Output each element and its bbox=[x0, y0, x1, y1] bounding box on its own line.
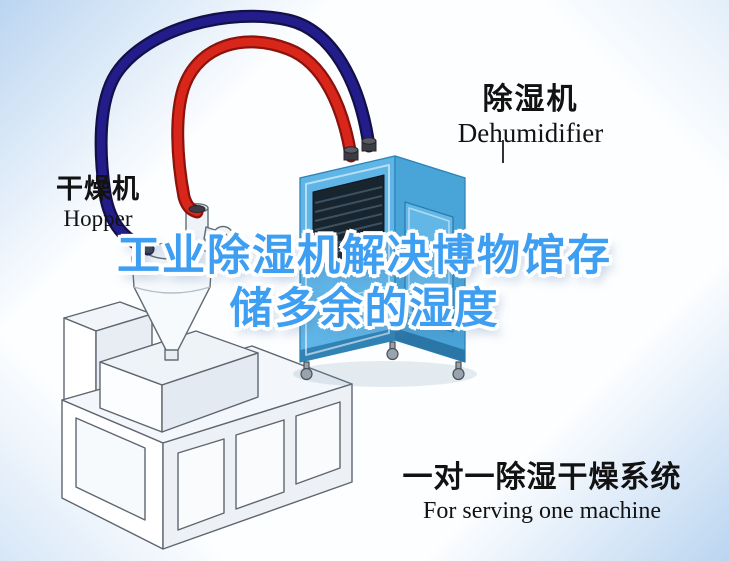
dehumidifier-label-zh: 除湿机 bbox=[482, 83, 579, 116]
dehumidifier-label: 除湿机 Dehumidifier bbox=[428, 74, 633, 149]
hopper-label-zh: 干燥机 bbox=[56, 174, 140, 204]
navy-air-hose bbox=[96, 11, 374, 254]
dehumidifier-shadow bbox=[293, 361, 477, 387]
main-title-line2: 储多余的湿度 bbox=[229, 285, 500, 333]
dehumidifier-label-en: Dehumidifier bbox=[457, 118, 604, 148]
system-label: 一对一除湿干燥系统 For serving one machine bbox=[392, 452, 692, 525]
air-hoses bbox=[94, 9, 376, 256]
red-air-hose bbox=[173, 37, 356, 217]
main-title: 工业除湿机解决博物馆存 储多余的湿度 bbox=[0, 230, 729, 336]
system-label-en: For serving one machine bbox=[423, 498, 661, 524]
system-label-zh: 一对一除湿干燥系统 bbox=[402, 461, 682, 494]
hopper-label-en: Hopper bbox=[63, 206, 133, 231]
dehumidifier-machine-illustration bbox=[293, 155, 477, 387]
main-title-line1: 工业除湿机解决博物馆存 bbox=[117, 232, 612, 280]
extruder-panel bbox=[75, 417, 146, 521]
vent-slats bbox=[314, 186, 383, 258]
door-handle bbox=[444, 249, 450, 263]
hose-fittings bbox=[140, 137, 377, 254]
caster-wheels bbox=[300, 341, 465, 381]
extruder-panel bbox=[177, 438, 225, 531]
hopper-label: 干燥机 Hopper bbox=[44, 167, 152, 232]
extruder-panel bbox=[295, 401, 341, 485]
extruder-panel bbox=[235, 419, 285, 510]
extruder-machine-illustration bbox=[61, 301, 353, 550]
